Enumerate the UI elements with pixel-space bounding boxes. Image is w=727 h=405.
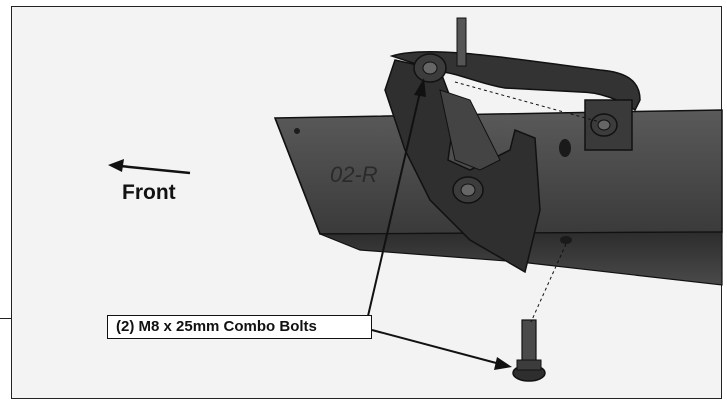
hardware: [413, 17, 618, 382]
rail-hole: [294, 128, 300, 134]
part-marking: 02-R: [330, 162, 378, 187]
rail-slot: [559, 139, 571, 157]
combo-bolt: [512, 319, 546, 382]
front-direction-arrow: [108, 159, 191, 175]
front-label: Front: [122, 181, 176, 204]
callout-leaders: [367, 78, 512, 370]
rail-slot-lower: [560, 236, 572, 244]
bolt-callout: (2) M8 x 25mm Combo Bolts: [107, 315, 372, 339]
alignment-lines: [454, 81, 601, 323]
page-edge-tick: [0, 318, 12, 319]
stud: [456, 17, 467, 67]
